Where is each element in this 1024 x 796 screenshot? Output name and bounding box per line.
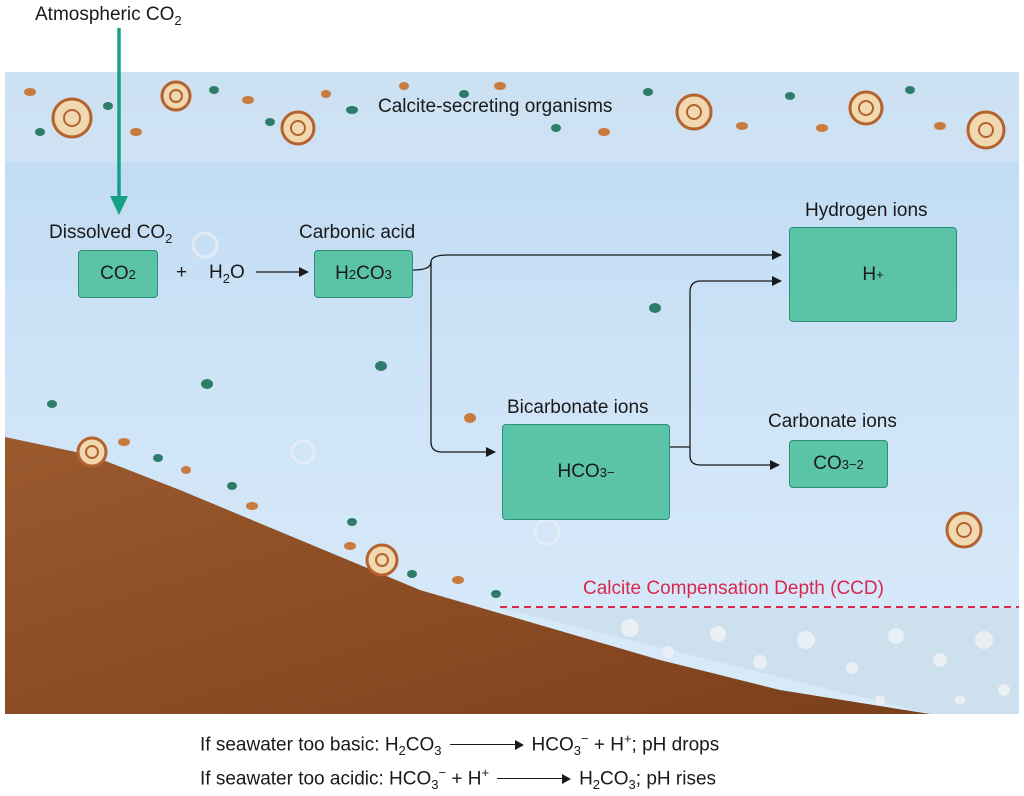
- shell-icon: [848, 90, 884, 126]
- sediment-slope: [5, 437, 930, 714]
- atmospheric-arrowhead: [110, 196, 128, 215]
- hydrogen-ions-label: Hydrogen ions: [805, 200, 928, 221]
- atmospheric-co2-label: Atmospheric CO2: [35, 4, 182, 28]
- sinking-shells: [191, 231, 983, 549]
- hydrogen-ions-box: H+: [789, 227, 957, 322]
- bicarbonate-to-hydrogen-arrow: [670, 276, 782, 448]
- carbonate-ions-label: Carbonate ions: [768, 411, 897, 432]
- acidic-equation: If seawater too acidic: HCO3− + H+H2CO3;…: [200, 765, 717, 793]
- shell-icon: [160, 80, 192, 112]
- shell-icon: [280, 110, 316, 146]
- ccd-label: Calcite Compensation Depth (CCD): [583, 578, 884, 599]
- carbonic-to-hydrogen-arrow: [412, 250, 782, 271]
- h2o-label: H2O: [209, 262, 245, 286]
- carbonic-to-bicarbonate-arrow: [430, 262, 496, 457]
- carbonic-acid-label: Carbonic acid: [299, 222, 416, 243]
- right-arrow-icon: [497, 774, 572, 785]
- bicarbonate-ions-label: Bicarbonate ions: [507, 397, 649, 418]
- shell-icon: [51, 97, 93, 139]
- right-arrow-icon: [449, 740, 524, 751]
- shell-icon: [966, 110, 1006, 150]
- calcite-organisms-label: Calcite-secreting organisms: [378, 96, 613, 117]
- dissolving-specks: [621, 619, 1010, 705]
- shell-icon: [76, 436, 108, 468]
- slope-shells: [47, 400, 501, 598]
- shell-icon: [945, 511, 983, 549]
- surface-shells: [24, 80, 1006, 150]
- shell-icon: [365, 543, 399, 577]
- bicarbonate-to-carbonate-arrow: [689, 447, 780, 470]
- dissolved-co2-label: Dissolved CO2: [49, 222, 173, 246]
- plus-sign: +: [176, 262, 188, 283]
- shell-icon: [675, 93, 713, 131]
